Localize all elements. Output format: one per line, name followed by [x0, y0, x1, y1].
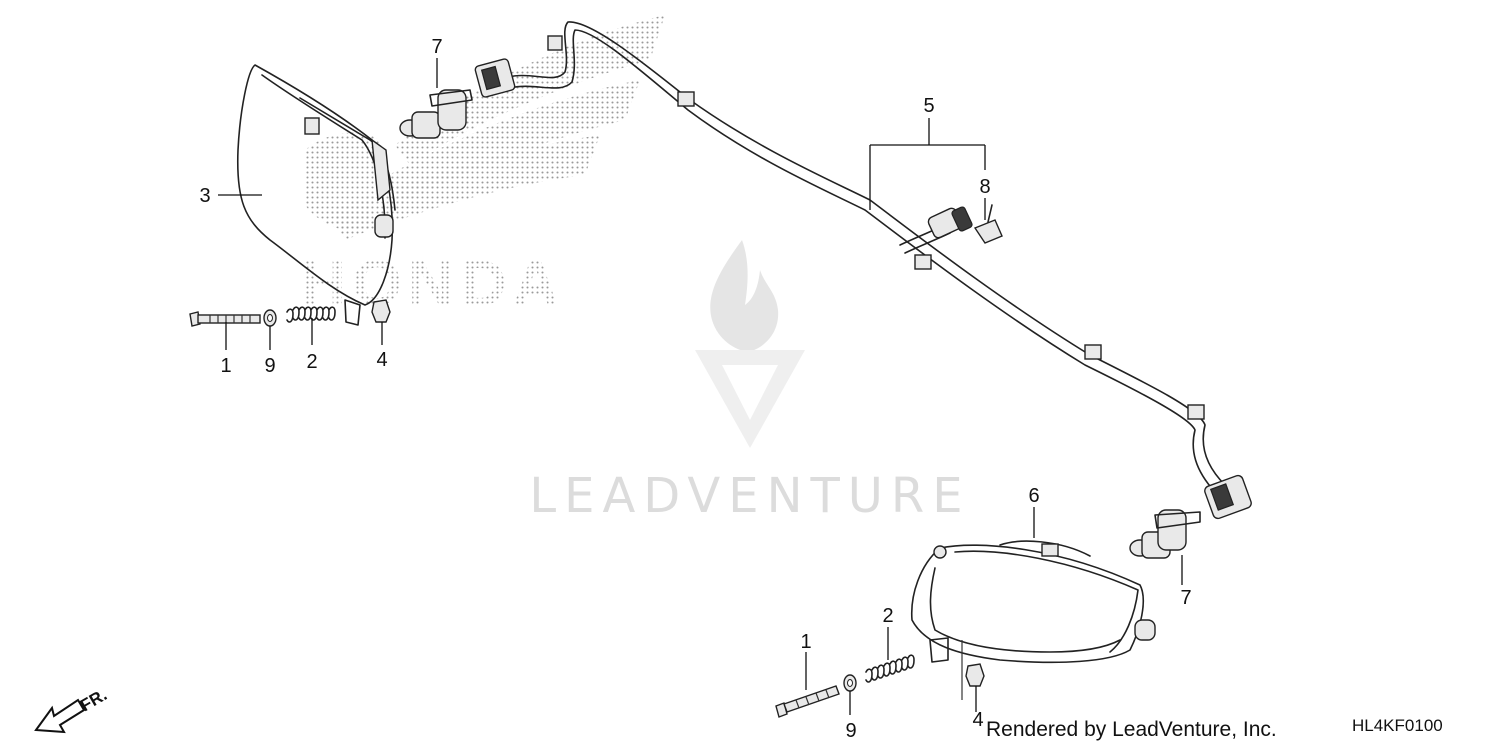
- honda-watermark-text: HONDA: [300, 247, 565, 319]
- callout-nut-right: 4: [972, 709, 983, 731]
- callout-headlight-right: 6: [1028, 485, 1039, 507]
- callout-headlight-left: 3: [199, 185, 210, 207]
- spring-right: [865, 654, 915, 683]
- leadventure-watermark-text: LEADVENTURE: [529, 468, 970, 524]
- callout-washer-right: 9: [845, 720, 856, 742]
- diagram-code: HL4KF0100: [1352, 716, 1443, 735]
- washer-right: [843, 674, 857, 692]
- nut-right: [965, 663, 985, 687]
- headlight-left: [236, 64, 396, 326]
- bulb-left: [399, 89, 473, 139]
- callout-bulb-left: 7: [431, 36, 442, 58]
- honda-wing-watermark-icon: [305, 15, 665, 240]
- bolt-left: [189, 311, 261, 327]
- nut-left: [371, 299, 391, 323]
- bulb-right: [1129, 509, 1201, 559]
- callout-bolt-right: 1: [800, 631, 811, 653]
- leader-lines: [218, 58, 1183, 715]
- callout-harness: 5: [923, 95, 934, 117]
- wire-harness: [474, 21, 1252, 520]
- callout-nut-left: 4: [376, 349, 387, 371]
- washer-left: [263, 309, 277, 327]
- callout-washer-left: 9: [264, 355, 275, 377]
- front-direction-arrow-icon: [34, 698, 86, 734]
- leadventure-logo-icon: [695, 240, 805, 448]
- callout-spring-right: 2: [882, 605, 893, 627]
- render-credit: Rendered by LeadVenture, Inc.: [986, 718, 1277, 741]
- harness-clip: [973, 204, 1003, 244]
- callout-spring-left: 2: [306, 351, 317, 373]
- callout-bolt-left: 1: [220, 355, 231, 377]
- spring-left: [286, 306, 336, 323]
- callout-bulb-right: 7: [1180, 587, 1191, 609]
- callout-clip: 8: [979, 176, 990, 198]
- bolt-right: [775, 685, 840, 718]
- headlight-right: [910, 540, 1156, 700]
